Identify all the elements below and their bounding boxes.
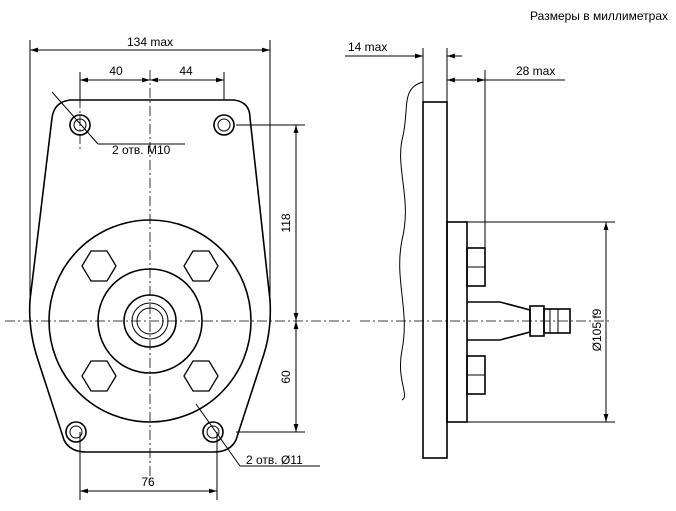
thread-hole-tr-inner (217, 118, 231, 132)
hole-callout: 2 отв. Ø11 (246, 453, 303, 467)
dim-overall-width: 134 max (127, 35, 173, 49)
thread-callout: 2 отв. М10 (112, 143, 171, 157)
break-line (399, 81, 424, 401)
dim-vertical-upper: 118 (279, 213, 293, 232)
side-view: Размеры в миллиметрах 14 max 28 max (345, 9, 668, 459)
bolt-head-tr (183, 250, 219, 282)
leader-thread (51, 91, 99, 145)
shaft-outer-circle (123, 294, 177, 348)
shaft-inner-circle (131, 302, 169, 340)
through-hole-br (202, 421, 224, 443)
shaft-core-circle (136, 307, 164, 335)
dim-bolt-spacing-right: 44 (179, 64, 193, 78)
dim-vertical-lower: 60 (279, 370, 293, 384)
flange-plate (422, 101, 448, 459)
through-hole-br-inner (206, 425, 220, 439)
dim-flange-thickness: 14 max (348, 40, 387, 54)
bolt-head-tl (81, 250, 117, 282)
dim-bottom-spacing: 76 (141, 475, 155, 489)
units-note: Размеры в миллиметрах (530, 9, 668, 23)
pilot-circle (48, 219, 252, 423)
through-hole-bl-inner (69, 425, 83, 439)
through-hole-bl (65, 421, 87, 443)
dim-shaft-length: 28 max (516, 64, 555, 78)
dim-bolt-spacing-left: 40 (109, 64, 123, 78)
thread-hole-tr (213, 114, 235, 136)
bolt-head-bl (81, 360, 117, 392)
thread-hole-tl (69, 114, 91, 136)
hub-circle (97, 268, 203, 374)
thread-hole-tl-inner (73, 118, 87, 132)
pilot-step (446, 221, 468, 423)
leader-hole (195, 403, 241, 467)
front-view: 134 max 40 44 2 отв. М10 118 60 2 отв. Ø… (5, 35, 350, 500)
bolt-head-br (183, 360, 219, 392)
dim-pilot-diameter: Ø105 f9 (590, 308, 604, 351)
